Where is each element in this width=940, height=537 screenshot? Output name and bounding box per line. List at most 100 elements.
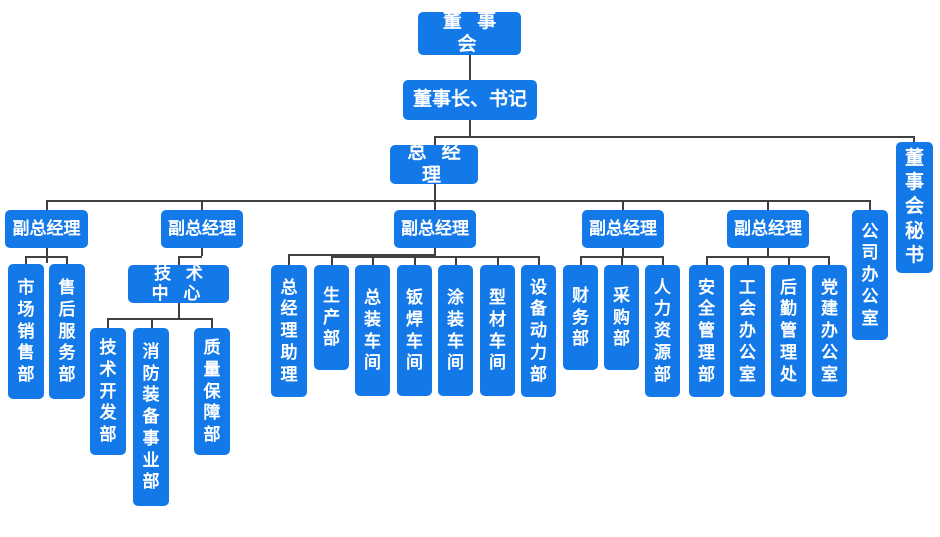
glyph: 办	[861, 265, 879, 285]
glyph: 理	[280, 321, 298, 341]
connector-bus-to-company-office	[869, 200, 871, 210]
glyph: 保	[203, 381, 221, 401]
connector-tech-c2	[151, 318, 153, 328]
glyph: 部	[142, 472, 160, 492]
node-tech-dev-dept[interactable]: 技术开发部	[90, 328, 126, 455]
glyph: 售	[17, 343, 35, 363]
node-party-building-office[interactable]: 党建办公室	[812, 265, 847, 397]
glyph: 部	[323, 329, 340, 349]
node-profile-workshop[interactable]: 型材车间	[480, 265, 515, 396]
node-gm-assistant[interactable]: 总经理助理	[271, 265, 307, 397]
node-equipment-power-dept[interactable]: 设备动力部	[521, 265, 556, 397]
connector-vp2-stem	[201, 248, 203, 256]
glyph: 间	[489, 353, 506, 373]
node-fire-equip-division[interactable]: 消防装备事业部	[133, 328, 169, 506]
node-vp-4[interactable]: 副总经理	[582, 210, 664, 248]
glyph: 勤	[780, 299, 797, 319]
glyph: 间	[406, 353, 423, 373]
glyph: 车	[489, 331, 506, 351]
glyph: 室	[861, 308, 879, 328]
glyph: 后	[780, 277, 797, 297]
connector-vp-bus	[46, 200, 871, 202]
connector-vp5-bus	[706, 256, 828, 258]
node-sheet-metal-workshop[interactable]: 钣焊车间	[397, 265, 432, 396]
connector-vp3-bus	[331, 256, 538, 258]
node-after-sales-dept[interactable]: 售后服务部	[49, 264, 85, 399]
glyph: 部	[530, 364, 547, 384]
glyph: 部	[203, 425, 221, 445]
node-painting-workshop[interactable]: 涂装车间	[438, 265, 473, 396]
glyph: 设	[530, 277, 547, 297]
glyph: 公	[821, 342, 838, 362]
connector-vp5-c1	[706, 256, 708, 265]
glyph: 理	[280, 364, 298, 384]
connector-vp5-c3	[788, 256, 790, 265]
node-production-dept[interactable]: 生产部	[314, 265, 349, 370]
connector-vp4-c2	[621, 256, 623, 265]
node-vp-2[interactable]: 副总经理	[161, 210, 243, 248]
glyph: 市	[17, 278, 35, 298]
glyph: 工	[739, 277, 756, 297]
glyph: 术	[99, 359, 117, 379]
connector-vp4-stem	[622, 248, 624, 256]
node-safety-mgmt-dept[interactable]: 安全管理部	[689, 265, 724, 397]
node-assembly-workshop[interactable]: 总装车间	[355, 265, 390, 396]
glyph: 部	[654, 364, 671, 384]
node-tech-center[interactable]: 技 术 中 心	[128, 264, 229, 303]
glyph: 办	[821, 321, 838, 341]
glyph: 技	[99, 338, 117, 358]
node-board[interactable]: 董 事 会	[418, 11, 521, 55]
connector-tech-center-stem	[178, 303, 180, 319]
connector-vp3-c2	[372, 256, 374, 265]
connector-gm-assistant-bus	[288, 254, 435, 256]
connector-bus-to-gm	[434, 136, 436, 146]
glyph: 部	[613, 329, 630, 349]
connector-bus-to-vp1	[46, 200, 48, 210]
glyph: 总	[364, 288, 381, 307]
glyph: 服	[58, 321, 76, 341]
node-quality-assurance-dept[interactable]: 质量保障部	[194, 328, 230, 455]
node-procurement-dept[interactable]: 采购部	[604, 265, 639, 370]
connector-vp1-c2	[66, 256, 68, 264]
node-finance-dept[interactable]: 财务部	[563, 265, 598, 370]
node-vp-3[interactable]: 副总经理	[394, 210, 476, 248]
glyph: 开	[99, 381, 117, 401]
node-market-sales-dept[interactable]: 市场销售部	[8, 264, 44, 399]
glyph: 事	[905, 172, 925, 194]
glyph: 车	[447, 331, 464, 351]
node-general-manager[interactable]: 总 经 理	[390, 142, 478, 186]
connector-board-to-chairman	[469, 55, 471, 80]
glyph: 财	[572, 285, 589, 305]
connector-gm-assistant-drop	[288, 254, 290, 265]
glyph: 室	[821, 364, 838, 384]
glyph: 焊	[406, 309, 423, 329]
glyph: 车	[364, 331, 381, 351]
node-union-office[interactable]: 工会办公室	[730, 265, 765, 397]
glyph: 采	[613, 285, 630, 305]
glyph: 理	[698, 342, 715, 362]
node-logistics-mgmt-office[interactable]: 后勤管理处	[771, 265, 806, 397]
node-board-secretary[interactable]: 董事会秘书	[896, 142, 933, 273]
connector-bus-to-vp4	[622, 200, 624, 210]
connector-vp5-c2	[747, 256, 749, 265]
glyph: 防	[142, 363, 160, 383]
connector-vp4-c1	[580, 256, 582, 265]
glyph: 型	[489, 288, 506, 307]
glyph: 党	[821, 277, 838, 297]
glyph: 材	[489, 309, 506, 329]
glyph: 力	[654, 299, 671, 319]
glyph: 董	[905, 147, 925, 169]
node-vp-5[interactable]: 副总经理	[727, 210, 809, 248]
connector-bus-to-board-secretary	[913, 136, 915, 143]
glyph: 业	[142, 450, 160, 470]
connector-vp1-bus	[25, 256, 68, 258]
glyph: 发	[99, 403, 117, 423]
node-chairman[interactable]: 董事长、书记	[403, 80, 537, 120]
node-vp-1[interactable]: 副总经理	[5, 210, 88, 248]
glyph: 量	[203, 359, 221, 379]
glyph: 处	[780, 364, 797, 384]
node-hr-dept[interactable]: 人力资源部	[645, 265, 680, 397]
glyph: 涂	[447, 288, 464, 307]
glyph: 源	[654, 342, 671, 362]
node-company-office[interactable]: 公司办公室	[852, 210, 888, 340]
